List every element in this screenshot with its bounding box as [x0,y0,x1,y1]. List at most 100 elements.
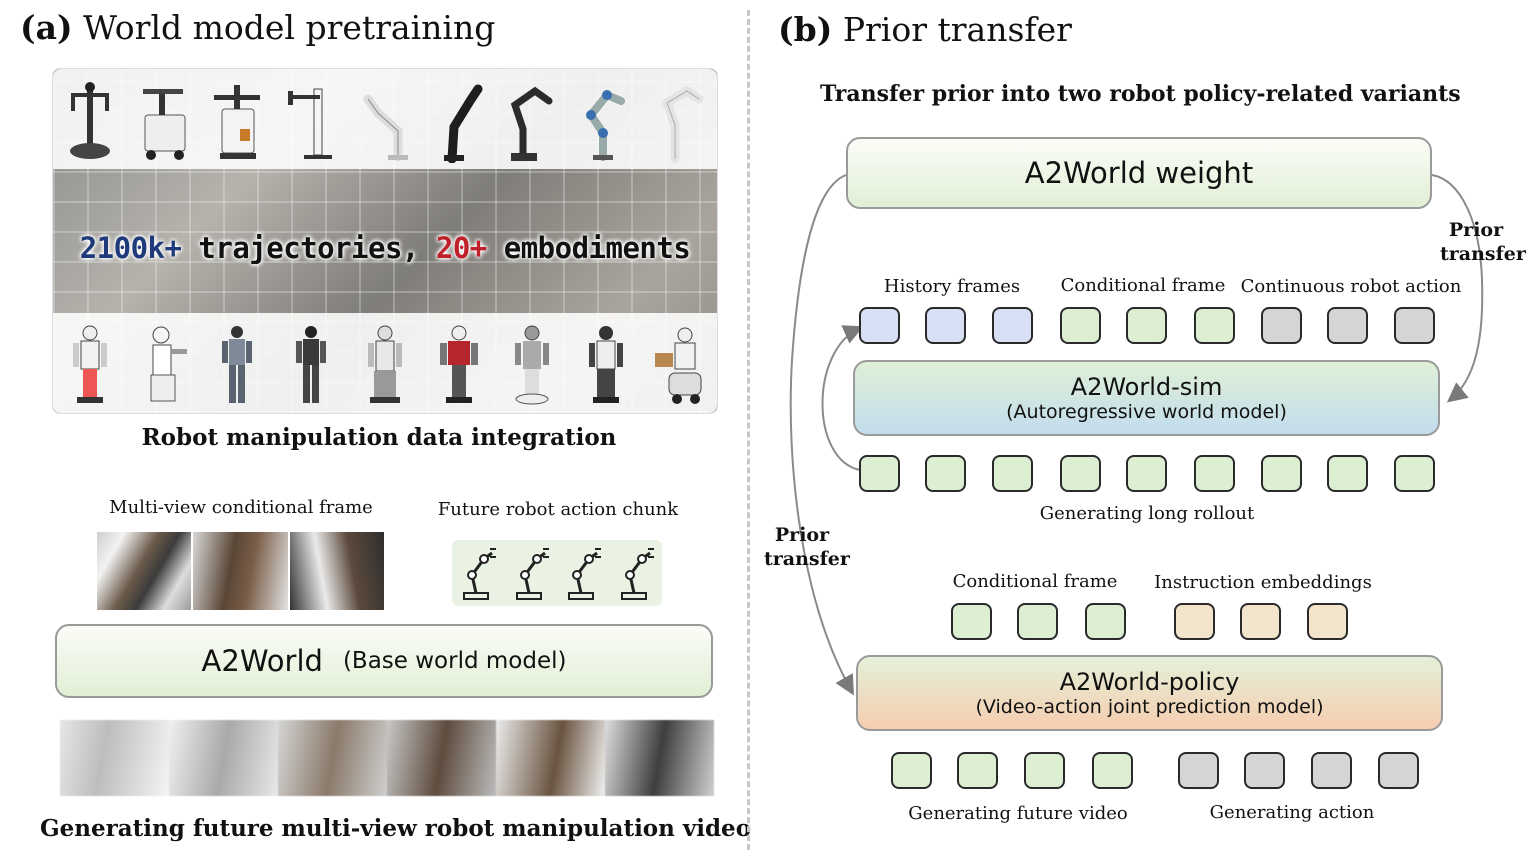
future-video-label: Generating future video [908,803,1128,824]
multiview-frames [97,532,384,610]
robot-collage: 2100k+ trajectories, 20+ embodiments [52,68,718,414]
sim-model-name: A2World-sim [1070,373,1223,401]
panel-a-tag: (a) [20,8,73,47]
video-frame [169,720,278,796]
cart-robot-icon [142,89,186,160]
generating-action-label: Generating action [1209,802,1375,823]
rollout-token [992,455,1033,492]
base-model-desc: (Base world model) [342,648,567,674]
prior-transfer-label-right: Prior transfer [1440,219,1526,265]
video-frame [496,720,605,796]
conditional-token [1126,307,1167,344]
conditional-token [951,603,992,640]
robot-row-bottom [53,319,717,407]
instruction-token [1307,603,1348,640]
collage-caption: Robot manipulation data integration [141,424,617,451]
conditional-token [1017,603,1058,640]
action-output-token [1311,752,1352,789]
humanoid-robot-icon-3 [222,326,253,403]
panel-a-title: World model pretraining [83,8,496,47]
rollout-token [1126,455,1167,492]
conditional-token [1060,307,1101,344]
video-token [1092,752,1133,789]
trajectory-label: trajectories, [198,231,419,265]
action-output-token [1378,752,1419,789]
action-output-token [1178,752,1219,789]
video-token [1024,752,1065,789]
action-token [1394,307,1435,344]
conditional-token [1085,603,1126,640]
bottom-caption: Generating future multi-view robot manip… [40,815,752,842]
humanoid-robot-icon-1 [72,325,107,403]
trajectory-count: 2100k+ [79,231,182,265]
humanoid-robot-icon-2 [150,326,187,402]
robot-arm-icon [620,548,654,600]
conditional-token [1194,307,1235,344]
embodiment-count: 20+ [435,231,487,265]
camera-frame [97,532,192,610]
camera-frame [289,532,384,610]
base-model-box: A2World (Base world model) [55,624,713,698]
rollout-token [1327,455,1368,492]
future-video-strip [60,720,714,796]
history-token [859,307,900,344]
instruction-token [1174,603,1215,640]
panel-b-title: Prior transfer [842,10,1072,49]
policy-model-name: A2World-policy [1059,668,1240,696]
humanoid-robot-icon-4 [296,326,327,403]
panel-divider [747,10,750,850]
prior-transfer-label-left: Prior transfer [764,524,850,570]
rollout-label: Generating long rollout [1039,503,1255,524]
rollout-token [1394,455,1435,492]
action-output-token [1244,752,1285,789]
weight-box-label: A2World weight [1024,156,1254,190]
white-arm-icon [363,94,408,162]
weight-box: A2World weight [846,137,1432,209]
policy-model-desc: (Video-action joint prediction model) [975,696,1324,718]
sim-conditional-label: Conditional frame [1060,275,1226,296]
sim-model-desc: (Autoregressive world model) [1006,401,1287,423]
action-token [1327,307,1368,344]
multiview-label: Multi-view conditional frame [109,497,373,518]
panel-a-heading: (a) World model pretraining [20,8,495,47]
rollout-token [1261,455,1302,492]
panel-b-tag: (b) [778,10,833,49]
video-token [957,752,998,789]
video-frame [387,720,496,796]
continuous-action-label: Continuous robot action [1240,276,1462,297]
light-arm-icon [661,85,704,163]
policy-model-box: A2World-policy (Video-action joint predi… [856,655,1443,731]
robot-arm-icon [463,548,497,600]
humanoid-robot-icon-9 [655,327,702,404]
history-frames-label: History frames [883,276,1021,297]
action-chunk-panel [452,540,662,606]
humanoid-robot-icon-7 [515,325,550,405]
robot-arm-icon [568,548,602,600]
panel-b-heading: (b) Prior transfer [778,10,1072,49]
history-token [992,307,1033,344]
humanoid-robot-icon-8 [589,326,624,403]
robot-row-top [53,77,717,163]
rollout-token [859,455,900,492]
video-frame [60,720,169,796]
prior-transfer-arrows [789,174,1484,696]
camera-frame [193,532,288,610]
mobile-robot-icon [69,82,110,159]
video-frame [605,720,714,796]
base-model-name: A2World [201,644,323,678]
rollout-token [925,455,966,492]
collage-headline: 2100k+ trajectories, 20+ embodiments [53,231,717,265]
dark-arm-icon [511,86,553,161]
video-token [891,752,932,789]
instruction-token [1240,603,1281,640]
black-arm-icon [443,84,483,163]
sim-model-box: A2World-sim (Autoregressive world model) [853,360,1440,436]
prior-subtitle: Transfer prior into two robot policy-rel… [820,81,1461,107]
action-token [1261,307,1302,344]
video-frame [278,720,387,796]
cobot-arm-icon [586,90,626,161]
robot-arm-icon [515,548,549,600]
instruction-label: Instruction embeddings [1154,572,1372,593]
pillar-robot-icon [288,88,333,159]
history-token [925,307,966,344]
